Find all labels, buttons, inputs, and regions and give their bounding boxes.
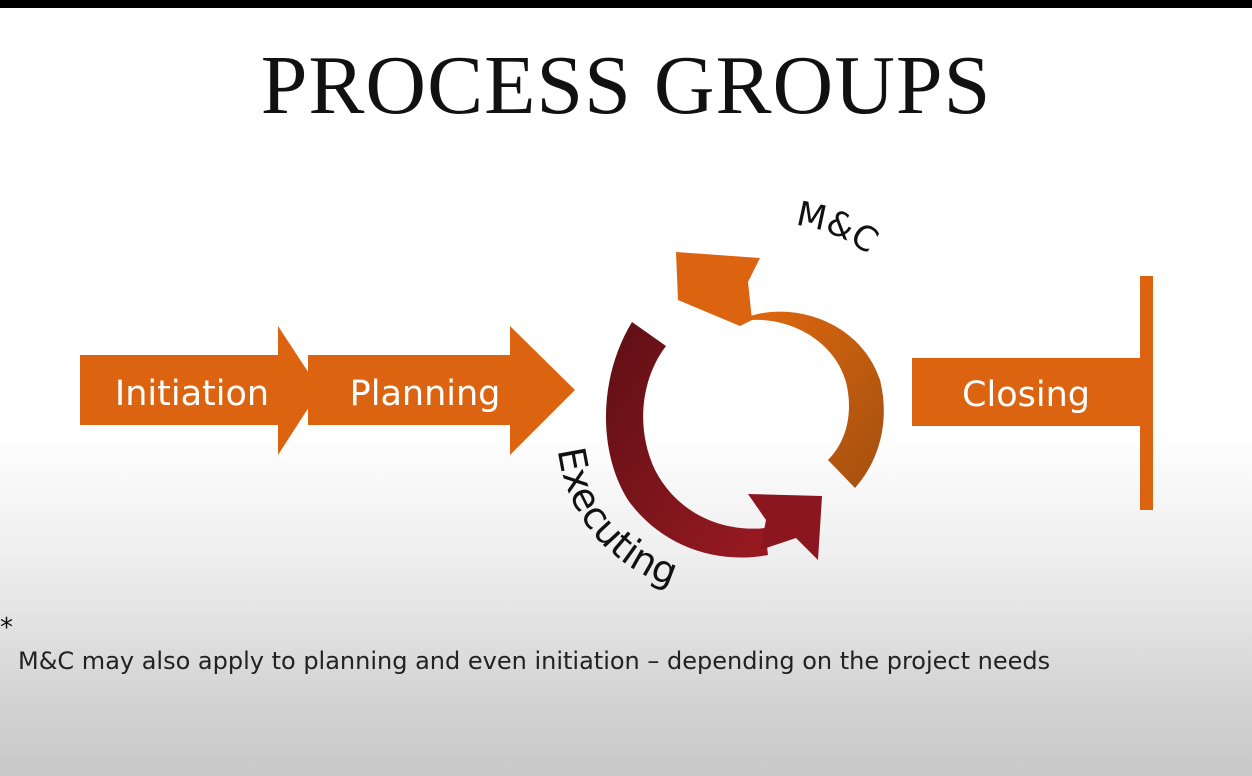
slide-title: PROCESS GROUPS	[260, 39, 992, 132]
top-bar	[0, 0, 1252, 8]
initiation-label: Initiation	[115, 374, 269, 414]
initiation-arrow	[80, 326, 320, 455]
monitoring-controlling-arrow	[676, 252, 884, 488]
footnote-marker: *	[0, 613, 13, 643]
closing-bar	[912, 276, 1153, 510]
planning-arrow	[308, 326, 575, 455]
mc-label: M&C	[793, 194, 885, 262]
footnote-text: M&C may also apply to planning and even …	[18, 647, 1051, 675]
executing-arrow	[605, 322, 822, 560]
closing-label: Closing	[962, 375, 1090, 415]
planning-label: Planning	[350, 374, 501, 414]
mc-label-path: M&C	[793, 194, 885, 262]
